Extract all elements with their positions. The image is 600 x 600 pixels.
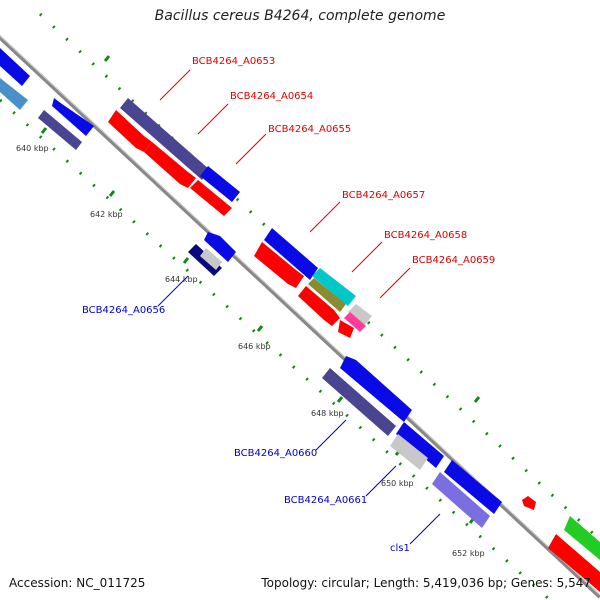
gene-label-cls1[interactable]: cls1: [390, 543, 410, 554]
leader-a0661: [365, 465, 397, 497]
topology-text: Topology: circular; Length: 5,419,036 bp…: [261, 576, 591, 590]
gene-a0658b[interactable]: [308, 278, 346, 312]
gene-a0660b[interactable]: [322, 368, 396, 436]
gene-label-a0653[interactable]: BCB4264_A0653: [192, 56, 275, 67]
gene-label-a0656[interactable]: BCB4264_A0656: [82, 305, 165, 316]
tick-label-646: 646 kbp: [238, 342, 271, 351]
gene-a0653[interactable]: [120, 98, 210, 180]
leader-a0656: [157, 275, 189, 307]
gene-slate-left[interactable]: [38, 110, 82, 150]
leader-a0660: [315, 419, 347, 451]
gene-a0656c[interactable]: [200, 248, 222, 270]
gene-a0658-red[interactable]: [298, 286, 340, 326]
gene-a0660d[interactable]: [390, 434, 428, 470]
gene-label-a0658[interactable]: BCB4264_A0658: [384, 230, 467, 241]
gene-a0660[interactable]: [340, 356, 412, 422]
gene-a0660c[interactable]: [396, 422, 444, 468]
gene-blue-left[interactable]: [52, 98, 94, 136]
gene-steelblue-topleft[interactable]: [0, 78, 28, 110]
gene-label-a0659[interactable]: BCB4264_A0659: [412, 255, 495, 266]
gene-red-right[interactable]: [548, 534, 600, 592]
gene-a0658[interactable]: [312, 268, 356, 306]
gene-a0657[interactable]: [264, 228, 318, 280]
ruler-inner: [0, 98, 552, 600]
tick-label-644: 644 kbp: [165, 275, 198, 284]
tick-label-648: 648 kbp: [311, 409, 344, 418]
leader-a0657: [309, 201, 341, 233]
ruler-major-ticks: [40, 55, 481, 524]
gene-a0657-red[interactable]: [254, 242, 304, 288]
gene-a0655[interactable]: [200, 166, 240, 202]
gene-cls1[interactable]: [432, 472, 490, 528]
leader-a0655: [235, 133, 267, 165]
gene-a0659[interactable]: [348, 304, 372, 326]
leader-a0659: [379, 267, 411, 299]
gene-blue-topleft[interactable]: [0, 48, 30, 86]
tick-label-642: 642 kbp: [90, 210, 123, 219]
gene-label-a0655[interactable]: BCB4264_A0655: [268, 124, 351, 135]
tick-label-650: 650 kbp: [381, 479, 414, 488]
gene-label-a0654[interactable]: BCB4264_A0654: [230, 91, 313, 102]
gene-label-a0660[interactable]: BCB4264_A0660: [234, 448, 317, 459]
gene-label-a0657[interactable]: BCB4264_A0657: [342, 190, 425, 201]
gene-a0655-red[interactable]: [190, 180, 232, 216]
gene-a0654b[interactable]: [144, 142, 196, 188]
gene-a0656[interactable]: [204, 232, 236, 262]
gene-green-right[interactable]: [564, 516, 600, 560]
gene-a0659b[interactable]: [344, 312, 366, 332]
gene-red-small[interactable]: [522, 496, 536, 510]
accession-text: Accession: NC_011725: [9, 576, 146, 590]
gene-label-a0661[interactable]: BCB4264_A0661: [284, 495, 367, 506]
leader-a0658: [351, 241, 383, 273]
gene-a0654[interactable]: [108, 110, 152, 152]
gene-a0659-red[interactable]: [338, 320, 354, 338]
gene-a0661[interactable]: [444, 460, 502, 514]
tick-label-652: 652 kbp: [452, 549, 485, 558]
leader-a0653: [159, 69, 191, 101]
leader-cls1: [409, 513, 441, 545]
leader-a0654: [197, 103, 229, 135]
map-title: Bacillus cereus B4264, complete genome: [154, 8, 446, 24]
tick-label-640: 640 kbp: [16, 144, 49, 153]
